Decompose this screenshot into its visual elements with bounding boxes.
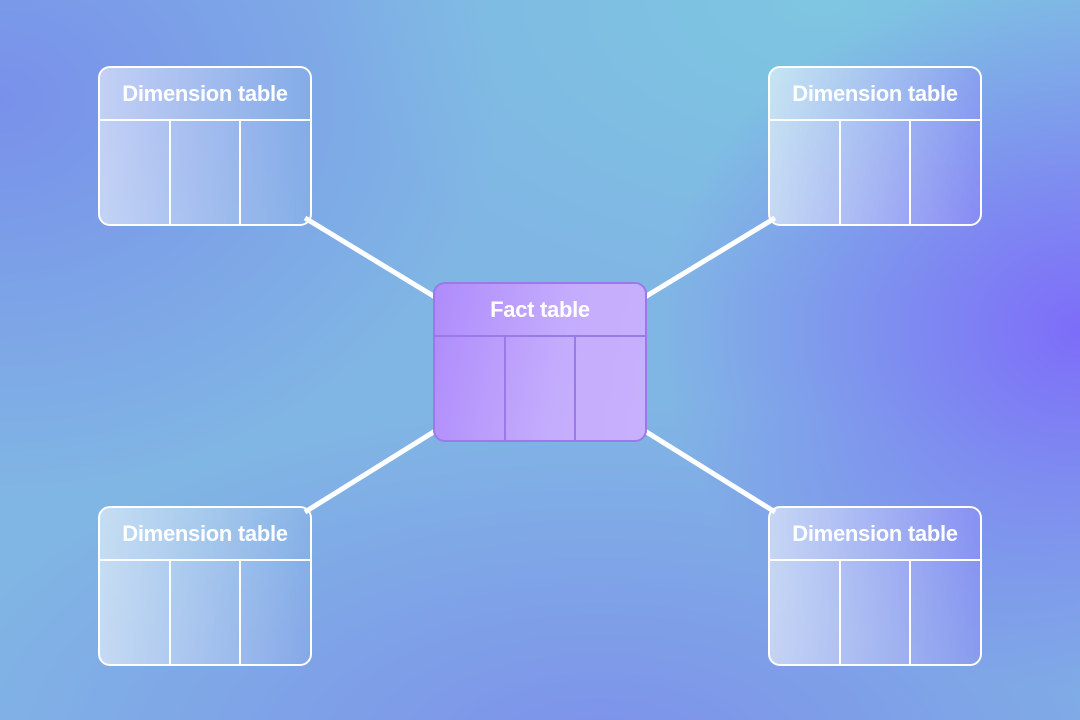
dimension-table-top-right: Dimension table — [768, 66, 982, 226]
column — [911, 121, 980, 224]
column — [171, 561, 242, 664]
dimension-table-bottom-left: Dimension table — [98, 506, 312, 666]
column — [241, 121, 310, 224]
column — [770, 121, 841, 224]
column — [100, 561, 171, 664]
column — [841, 121, 912, 224]
dimension-table-top-left: Dimension table — [98, 66, 312, 226]
connector-bottom-left — [303, 425, 442, 515]
column — [100, 121, 171, 224]
column — [770, 561, 841, 664]
column — [506, 337, 577, 440]
table-title: Dimension table — [100, 508, 310, 561]
column — [241, 561, 310, 664]
table-title: Dimension table — [770, 508, 980, 561]
fact-table: Fact table — [433, 282, 647, 442]
connector-top-right — [638, 215, 777, 303]
column — [171, 121, 242, 224]
table-title: Fact table — [435, 284, 645, 337]
column — [576, 337, 645, 440]
column — [841, 561, 912, 664]
column — [435, 337, 506, 440]
table-title: Dimension table — [770, 68, 980, 121]
column — [911, 561, 980, 664]
connector-top-left — [303, 215, 442, 303]
connector-bottom-right — [638, 425, 777, 515]
dimension-table-bottom-right: Dimension table — [768, 506, 982, 666]
table-title: Dimension table — [100, 68, 310, 121]
